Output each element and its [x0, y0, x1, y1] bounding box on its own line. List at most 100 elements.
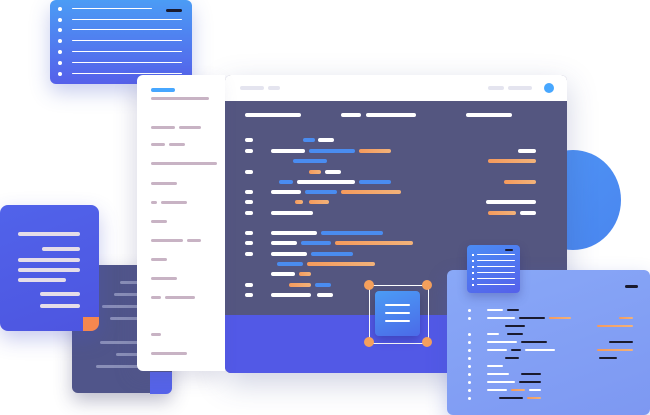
doc-line: [102, 305, 140, 308]
panel-bullet: [468, 349, 471, 352]
code-bar: [271, 190, 301, 194]
doc-line: [72, 51, 182, 52]
code-bar: [335, 241, 413, 245]
code-bar: [301, 241, 331, 245]
code-bar: [487, 365, 503, 367]
code-bar: [245, 113, 301, 117]
doc-line: [385, 320, 410, 322]
panel-bullet: [468, 365, 471, 368]
sidebar-item: [151, 143, 165, 146]
doc-bullet: [58, 28, 62, 32]
doc-line: [72, 62, 182, 63]
panel-bullet: [468, 373, 471, 376]
list-bullet: [472, 284, 474, 286]
list-line: [477, 260, 515, 261]
code-bar: [520, 211, 536, 215]
selection-handle: [422, 280, 432, 290]
code-panel: [447, 270, 650, 415]
code-bar: [527, 397, 541, 399]
list-icon: [467, 245, 520, 293]
doc-line: [18, 258, 80, 262]
panel-bullet: [468, 397, 471, 400]
doc-bullet: [58, 39, 62, 43]
code-bar: [271, 252, 307, 256]
code-bar: [289, 283, 311, 287]
code-bar: [597, 325, 633, 327]
list-bullet: [472, 278, 474, 280]
sidebar-item: [151, 88, 175, 92]
doc-line: [100, 341, 140, 344]
code-bar: [271, 149, 305, 153]
doc-line: [385, 304, 410, 306]
code-bar: [279, 180, 293, 184]
code-bar: [366, 113, 416, 117]
list-line: [477, 254, 515, 255]
editor-titlebar: [225, 75, 567, 101]
code-bar: [245, 200, 253, 204]
titlebar-placeholder: [240, 86, 264, 90]
code-bar: [521, 373, 541, 375]
code-bar: [305, 190, 337, 194]
doc-line: [72, 8, 152, 9]
sidebar-item: [151, 201, 157, 204]
code-bar: [519, 381, 541, 383]
sidebar-item: [151, 333, 161, 336]
code-bar: [505, 325, 525, 327]
doc-line: [18, 278, 66, 282]
code-bar: [309, 200, 329, 204]
code-bar: [271, 272, 295, 276]
sidebar-item: [151, 126, 175, 129]
selection-handle: [422, 337, 432, 347]
code-bar: [271, 231, 317, 235]
code-bar: [297, 180, 355, 184]
selection-frame-icon: [369, 285, 429, 344]
code-bar: [245, 252, 253, 256]
code-bar: [245, 293, 253, 297]
doc-line: [42, 247, 80, 251]
doc-line: [72, 73, 182, 74]
list-line: [477, 266, 515, 267]
sidebar-item: [151, 162, 217, 165]
code-bar: [359, 149, 391, 153]
titlebar-placeholder: [268, 86, 280, 90]
sidebar-panel: [137, 75, 225, 371]
list-line: [477, 284, 515, 285]
code-bar: [507, 309, 519, 311]
sidebar-item: [179, 126, 201, 129]
code-bar: [271, 293, 311, 297]
code-bar: [295, 200, 303, 204]
document-card: [0, 205, 99, 331]
panel-bullet: [468, 341, 471, 344]
sidebar-item: [161, 201, 187, 204]
code-bar: [529, 389, 541, 391]
sidebar-item: [151, 220, 167, 223]
code-bar: [277, 262, 303, 266]
code-bar: [321, 231, 383, 235]
sidebar-item: [151, 97, 209, 100]
code-bar: [511, 349, 521, 351]
sidebar-item: [165, 296, 195, 299]
code-bar: [271, 211, 313, 215]
sidebar-item: [151, 258, 167, 261]
code-bar: [487, 341, 517, 343]
code-bar: [245, 211, 253, 215]
panel-bullet: [468, 357, 471, 360]
code-bar: [488, 159, 536, 163]
code-bar: [599, 357, 617, 359]
code-bar: [487, 381, 515, 383]
code-bar: [299, 272, 311, 276]
code-bar: [488, 211, 516, 215]
code-bar: [245, 138, 253, 142]
code-bar: [519, 317, 545, 319]
sidebar-item: [151, 239, 183, 242]
code-bar: [315, 283, 331, 287]
document-icon: [375, 291, 420, 336]
code-bar: [521, 341, 547, 343]
corner-accent: [150, 372, 172, 394]
code-bar: [486, 200, 536, 204]
list-line: [477, 278, 515, 279]
code-bar: [303, 138, 315, 142]
code-bar: [499, 397, 523, 399]
doc-line: [385, 312, 410, 314]
list-header-bar: [505, 249, 513, 251]
